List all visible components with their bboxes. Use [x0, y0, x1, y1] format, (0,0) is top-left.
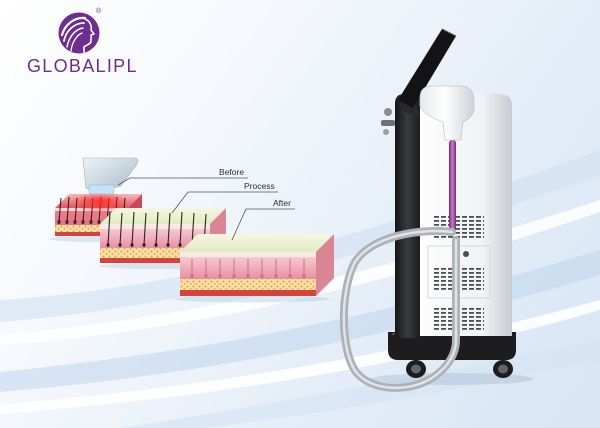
speaker-hole	[463, 251, 469, 257]
brand-logo: ® GLOBALIPL	[0, 0, 160, 84]
skin-surface	[100, 208, 226, 224]
hair-swoosh	[70, 32, 83, 52]
label-after: After	[231, 198, 295, 241]
laser-handpiece-icon	[72, 157, 139, 212]
streak	[0, 300, 600, 414]
woman-profile-icon	[58, 12, 100, 54]
screen-edge-highlight	[441, 28, 457, 37]
streak	[0, 150, 600, 322]
streak	[0, 250, 600, 392]
background-streaks	[0, 150, 600, 428]
skin-block-after	[174, 234, 334, 303]
epidermis-layer	[100, 224, 210, 229]
base-layer	[100, 258, 210, 263]
empty-follicles	[191, 259, 305, 276]
skin-layers-diagram: Before Process After	[49, 157, 334, 303]
hair-swoosh	[63, 22, 85, 42]
streak	[0, 200, 600, 345]
applicator-window	[88, 184, 115, 195]
base-layer	[180, 290, 316, 296]
label-process: Process	[171, 181, 278, 214]
label-after-text: After	[273, 198, 291, 208]
cable-hose-highlight	[342, 229, 458, 389]
handpiece	[419, 85, 475, 141]
hair-strands	[107, 211, 207, 246]
leader-line-after	[231, 208, 295, 241]
hair-swoosh	[60, 16, 87, 37]
wheel-left	[406, 360, 426, 378]
wheel-hub	[411, 364, 421, 374]
fat-layer	[100, 248, 210, 258]
touch-screen	[398, 29, 456, 108]
laser-glow	[72, 192, 128, 212]
label-before: Before	[117, 167, 248, 186]
skin-surface	[180, 234, 334, 252]
wheel-hub	[498, 364, 508, 374]
control-knobs	[381, 108, 395, 135]
key-switch	[381, 120, 395, 126]
label-process-text: Process	[244, 181, 275, 191]
hair-swoosh	[66, 27, 84, 48]
leader-line-before	[117, 177, 248, 186]
leader-line-process	[171, 191, 278, 214]
block-shadow	[174, 295, 330, 303]
face-profile	[83, 18, 95, 53]
dermis-layer	[100, 229, 210, 248]
follicle-bulbs	[190, 274, 306, 278]
cabinet-front-panel	[395, 94, 420, 338]
wheel-right	[493, 360, 513, 378]
skin-side	[316, 234, 334, 296]
fat-layer	[180, 279, 316, 290]
label-before-text: Before	[219, 167, 244, 177]
registered-trademark-mark: ®	[96, 8, 102, 15]
epidermis-layer	[180, 252, 316, 257]
fat-layer	[55, 225, 128, 232]
handpiece-cord	[449, 140, 456, 232]
diode-laser-machine-icon	[339, 28, 534, 392]
emergency-stop-knob	[384, 108, 392, 116]
vent-grille-top	[432, 214, 484, 240]
brand-wordmark: GLOBALIPL	[27, 56, 138, 76]
base-layer	[55, 232, 128, 236]
connector-knob	[383, 129, 389, 135]
